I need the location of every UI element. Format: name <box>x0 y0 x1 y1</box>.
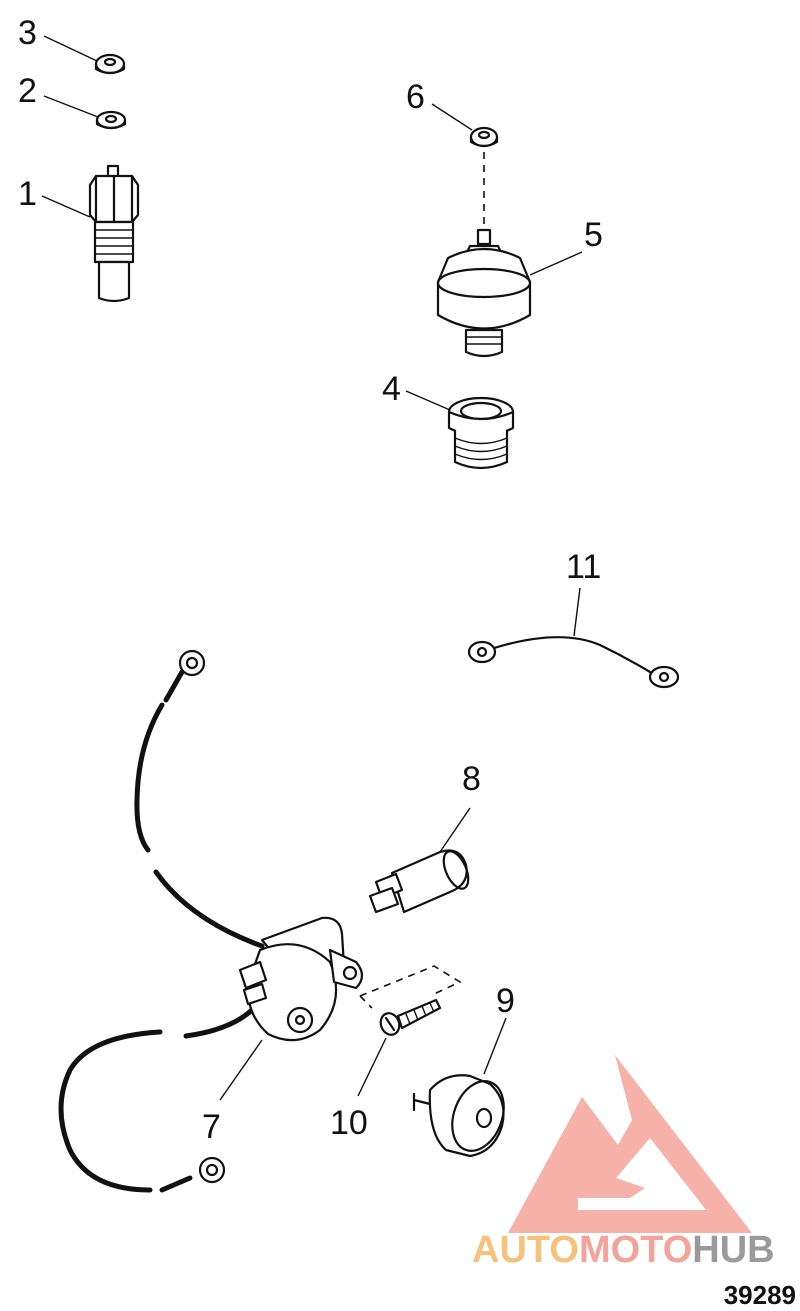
callout-9: 9 <box>496 982 515 1020</box>
watermark-text: AUTOMOTOHUB <box>472 1229 775 1271</box>
part-3-nut <box>94 53 126 75</box>
leader-line-11 <box>573 587 581 637</box>
mounting-outline <box>359 965 462 1009</box>
callout-3: 3 <box>18 14 37 52</box>
callout-8: 8 <box>462 760 481 798</box>
part-11-ground-wire <box>467 636 680 689</box>
part-7-wire-lower <box>58 1007 255 1193</box>
callout-6: 6 <box>406 78 425 116</box>
part-5-sender <box>436 228 532 358</box>
part-9-buzzer <box>412 1074 505 1158</box>
part-8-connector <box>368 849 470 914</box>
figure-number: 39289 <box>724 1280 796 1310</box>
part-7-wire-upper <box>134 649 265 949</box>
callout-5: 5 <box>584 216 603 254</box>
leader-line-9 <box>483 1017 507 1075</box>
callout-7: 7 <box>202 1108 221 1146</box>
watermark-auto: AUTO <box>472 1229 579 1271</box>
part-7-switch-body <box>238 916 364 1042</box>
callout-4: 4 <box>382 370 401 408</box>
callout-2: 2 <box>18 72 37 110</box>
part-6-nut <box>469 126 499 148</box>
callout-1: 1 <box>18 175 37 213</box>
watermark-logo <box>508 1055 752 1233</box>
part-2-washer <box>95 110 127 130</box>
leader-line-3 <box>43 35 98 62</box>
leader-line-1 <box>41 195 91 218</box>
part-4-adaptor <box>447 396 515 470</box>
leader-line-4 <box>405 390 451 411</box>
leader-line-2 <box>43 95 99 118</box>
watermark-hub: HUB <box>692 1229 774 1271</box>
leader-line-7 <box>219 1039 263 1101</box>
leader-line-10 <box>357 1037 387 1097</box>
part-1-sender <box>88 164 140 303</box>
leader-line-8 <box>439 807 471 853</box>
callout-10: 10 <box>330 1104 368 1142</box>
leader-line-5 <box>529 251 583 276</box>
leader-line-6 <box>431 103 473 131</box>
callout-11: 11 <box>566 548 601 586</box>
watermark-triangle-shape <box>508 1055 752 1233</box>
part-10-screw <box>379 998 442 1036</box>
watermark-moto: MOTO <box>579 1229 692 1271</box>
